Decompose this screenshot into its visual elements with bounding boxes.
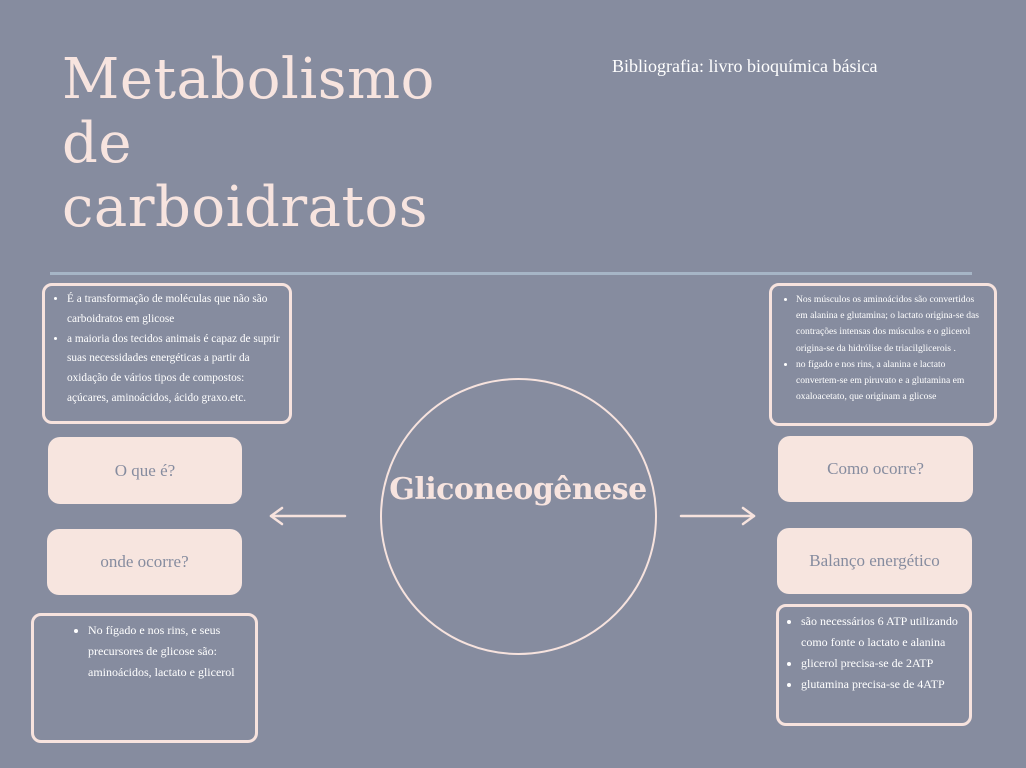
what-is-bullet: É a transformação de moléculas que não s… [67, 290, 283, 330]
energy-balance-bullet: glutamina precisa-se de 4ATP [801, 674, 963, 695]
energy-balance-bullet: glicerol precisa-se de 2ATP [801, 653, 963, 674]
how-occurs-bullet: Nos músculos os aminoácidos são converti… [796, 292, 988, 357]
where-occurs-bullet: No fígado e nos rins, e seus precursores… [88, 620, 245, 683]
energy-balance-description-box: são necessários 6 ATP utilizando como fo… [776, 604, 972, 726]
center-topic-label: Gliconeogênese [389, 472, 647, 507]
where-occurs-description-box: No fígado e nos rins, e seus precursores… [31, 613, 258, 743]
title-line-3: carboidratos [62, 175, 428, 240]
how-occurs-description-box: Nos músculos os aminoácidos são converti… [769, 283, 997, 426]
how-occurs-bullet: no fígado e nos rins, a alanina e lactat… [796, 357, 988, 406]
energy-balance-bullet: são necessários 6 ATP utilizando como fo… [801, 611, 963, 653]
where-occurs-button-label: onde ocorre? [100, 552, 189, 571]
how-occurs-button-label: Como ocorre? [827, 459, 924, 478]
title-line-1: Metabolismo [62, 47, 435, 112]
how-occurs-button[interactable]: Como ocorre? [778, 436, 973, 502]
title-line-2: de [62, 111, 132, 176]
energy-balance-button-label: Balanço energético [809, 551, 940, 570]
what-is-button[interactable]: O que é? [48, 437, 242, 504]
arrow-right-icon [679, 506, 756, 526]
where-occurs-button[interactable]: onde ocorre? [47, 529, 242, 595]
center-circle [380, 378, 657, 655]
arrow-left-icon [269, 506, 347, 526]
what-is-bullet: a maioria dos tecidos animais é capaz de… [67, 330, 283, 409]
page-title: Metabolismo de carboidratos [62, 48, 435, 240]
energy-balance-button[interactable]: Balanço energético [777, 528, 972, 594]
what-is-button-label: O que é? [114, 460, 176, 480]
what-is-description-box: É a transformação de moléculas que não s… [42, 283, 292, 424]
bibliography-note: Bibliografia: livro bioquímica básica [612, 56, 878, 76]
header-divider [50, 272, 972, 275]
